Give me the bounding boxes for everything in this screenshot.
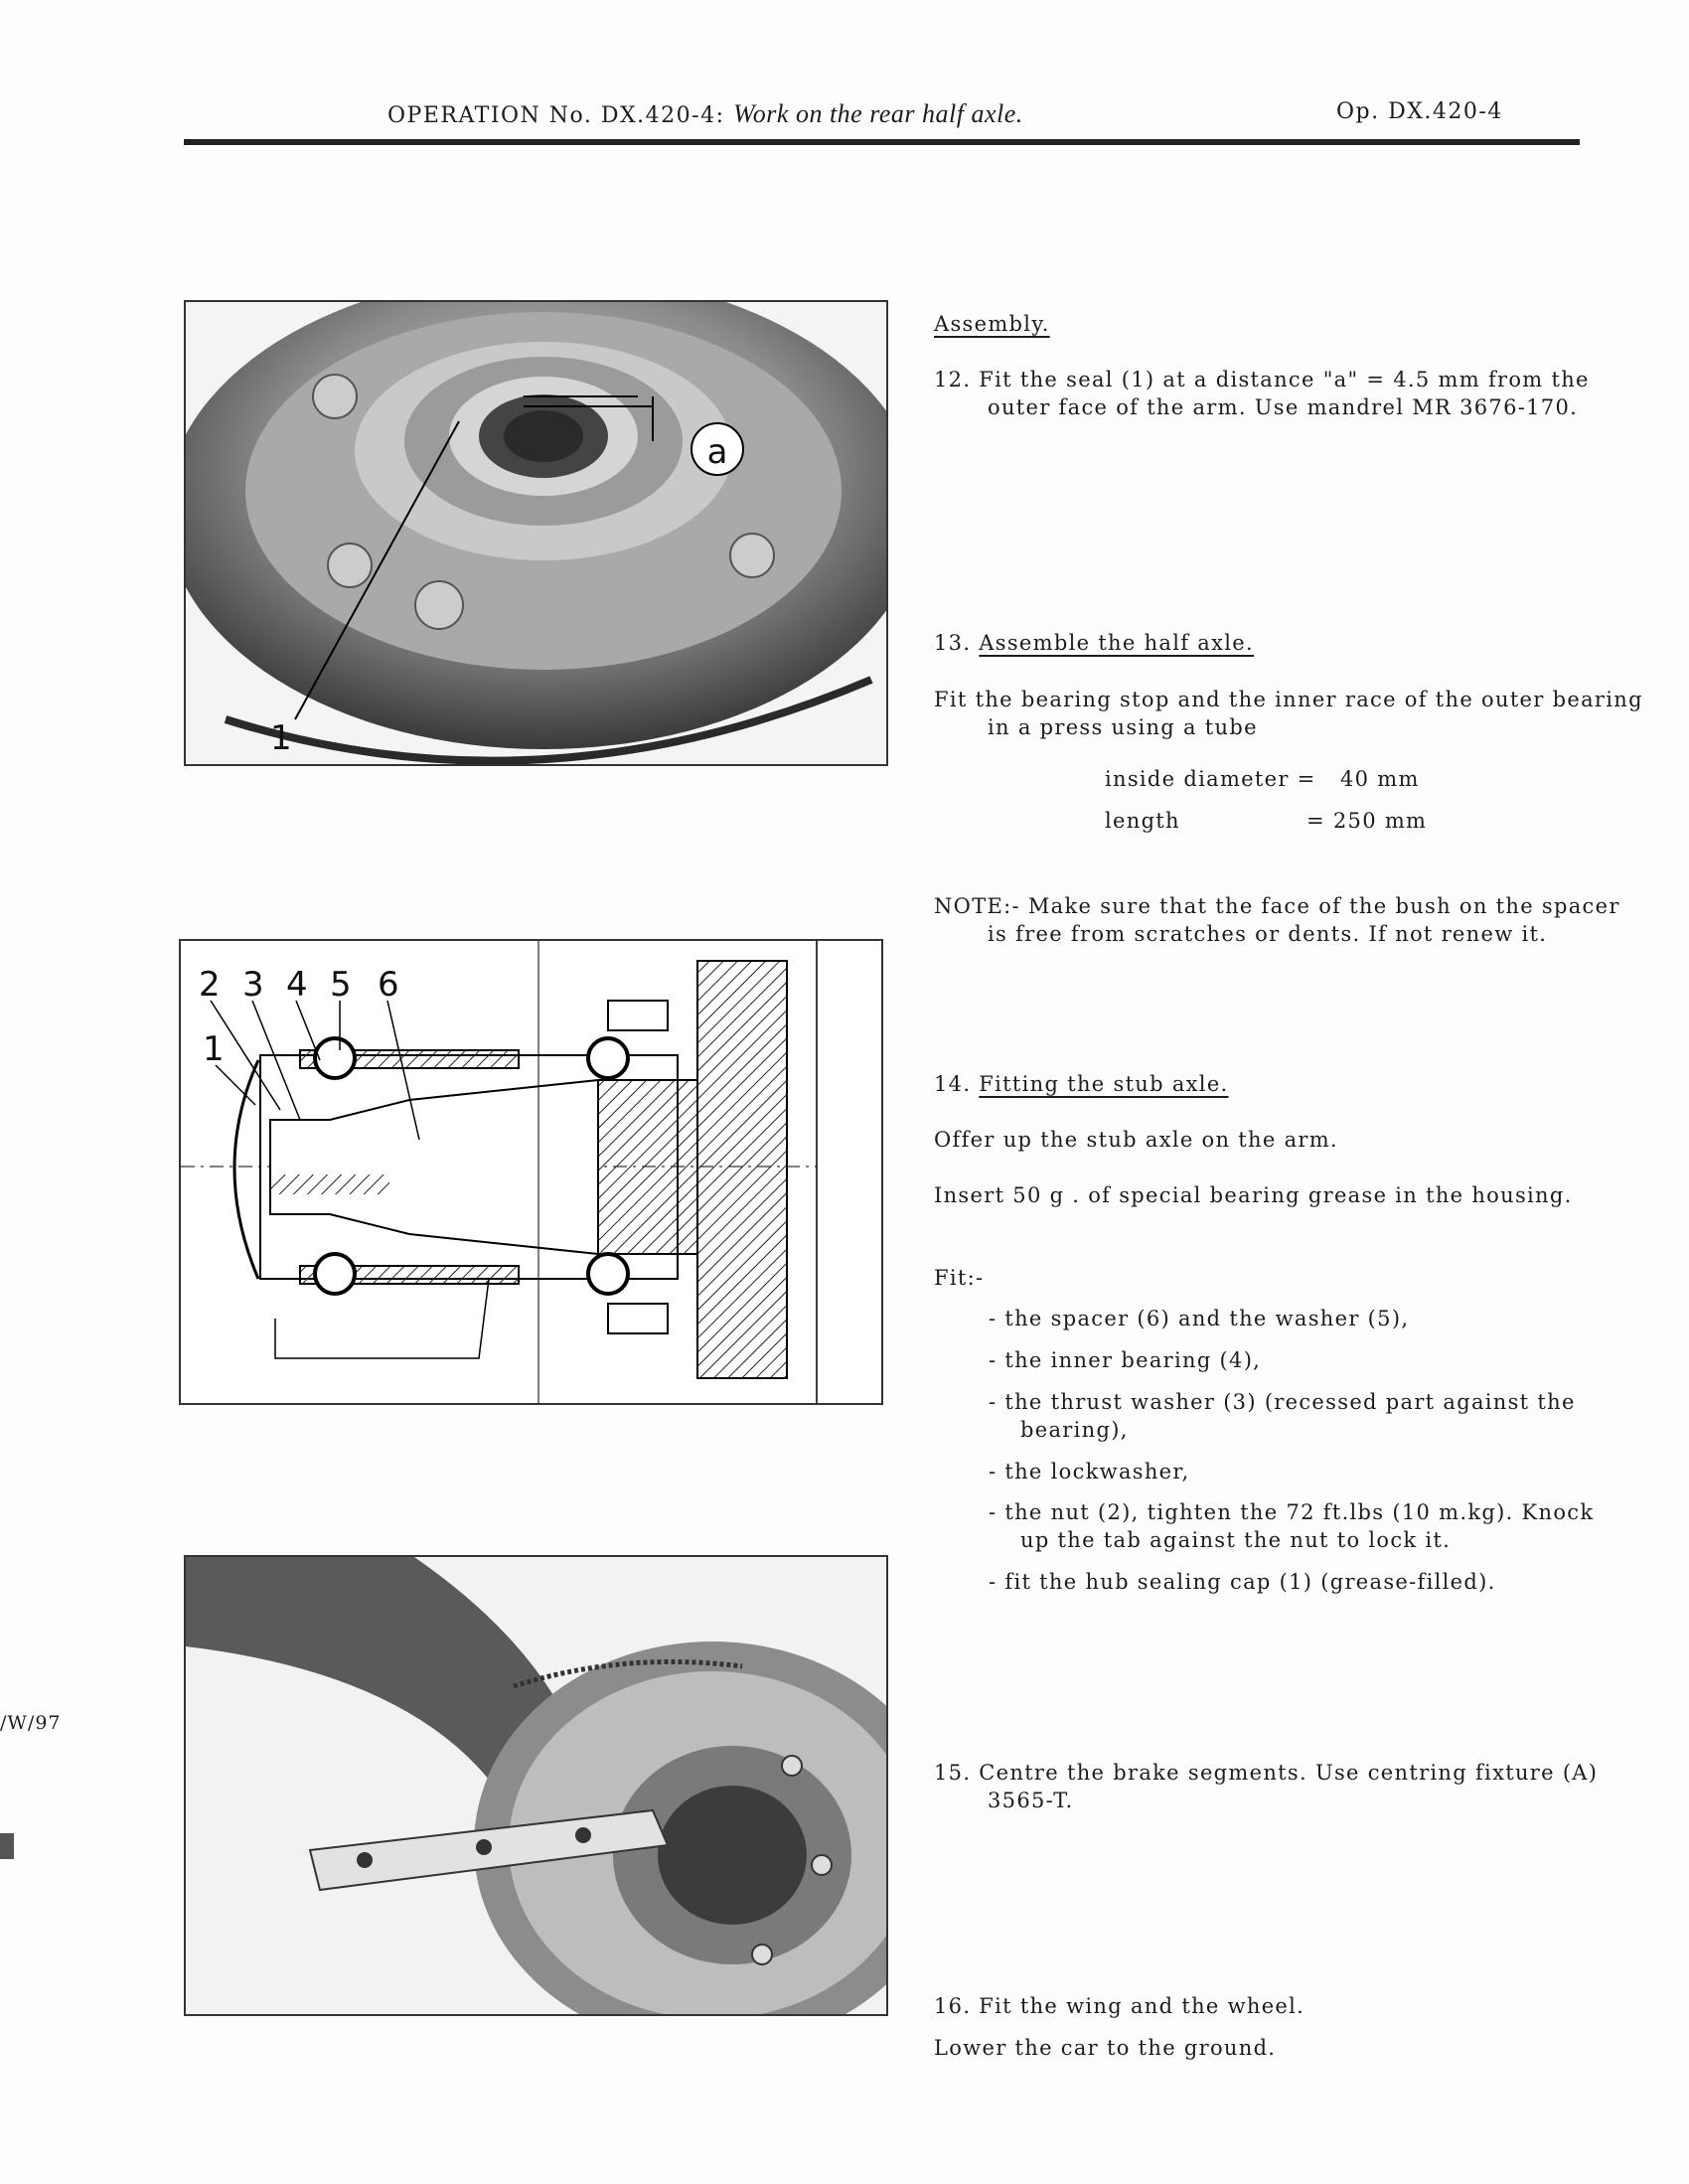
header-title: Work on the rear half axle.: [733, 99, 1023, 128]
fit-label: Fit:-: [934, 1266, 985, 1290]
header-rule: [184, 139, 1580, 145]
fig2-label-1: 1: [203, 1029, 225, 1069]
step-16: 16. Fit the wing and the wheel.: [934, 1994, 1305, 2018]
page-header: OPERATION No. DX.420-4: Work on the rear…: [387, 99, 1023, 129]
step-14-p2: Insert 50 g . of special bearing grease …: [934, 1183, 1573, 1207]
fig2-label-2: 2: [199, 965, 221, 1005]
bullet-item: - the inner bearing (4),: [989, 1348, 1262, 1372]
dim-length-value: = 250 mm: [1306, 809, 1428, 833]
step-13-title: Assemble the half axle.: [979, 631, 1254, 655]
step-15: 15. Centre the brake segments. Use centr…: [934, 1761, 1599, 1812]
note: NOTE:- Make sure that the face of the bu…: [934, 894, 1620, 946]
bullet-item: - the thrust washer (3) (recessed part a…: [989, 1390, 1576, 1442]
step-14-p1: Offer up the stub axle on the arm.: [934, 1128, 1338, 1152]
step-13-heading: 13. Assemble the half axle.: [934, 629, 1590, 657]
bullet-item: - the nut (2), tighten the 72 ft.lbs (10…: [989, 1500, 1595, 1552]
step-14-heading: 14. Fitting the stub axle.: [934, 1070, 1590, 1098]
fig2-label-3: 3: [242, 965, 264, 1005]
assembly-heading: Assembly.: [934, 312, 1050, 336]
fig1-label-1: 1: [270, 718, 292, 758]
step-16-text: Lower the car to the ground.: [934, 2036, 1277, 2060]
margin-mark: [0, 1833, 14, 1859]
bullet-item: - the lockwasher,: [989, 1460, 1190, 1483]
bullet-item: - fit the hub sealing cap (1) (grease-fi…: [989, 1570, 1496, 1594]
step-13-number: 13.: [934, 631, 972, 655]
step-12: 12. Fit the seal (1) at a distance "a" =…: [934, 368, 1590, 419]
step-14-number: 14.: [934, 1072, 972, 1096]
figure-seal-photo: a 1: [184, 300, 888, 766]
step-13-text: Fit the bearing stop and the inner race …: [934, 688, 1643, 739]
header-op-code: Op. DX.420-4: [1336, 99, 1503, 124]
dim-inside-label: inside diameter =: [1105, 767, 1316, 791]
margin-note: /W/97: [0, 1712, 62, 1734]
fig1-label-a: a: [707, 432, 728, 472]
fig2-label-5: 5: [330, 965, 352, 1005]
header-operation: OPERATION No. DX.420-4:: [387, 103, 725, 128]
dim-length-label: length: [1105, 809, 1180, 833]
step-14-title: Fitting the stub axle.: [979, 1072, 1229, 1096]
figure-brake-photo: [184, 1555, 888, 2016]
fig2-label-6: 6: [378, 965, 399, 1005]
figure-section-drawing: 2 3 4 5 6 1: [179, 939, 883, 1405]
dim-inside-value: 40 mm: [1340, 767, 1420, 791]
fig2-label-4: 4: [286, 965, 308, 1005]
bullet-item: - the spacer (6) and the washer (5),: [989, 1307, 1410, 1330]
